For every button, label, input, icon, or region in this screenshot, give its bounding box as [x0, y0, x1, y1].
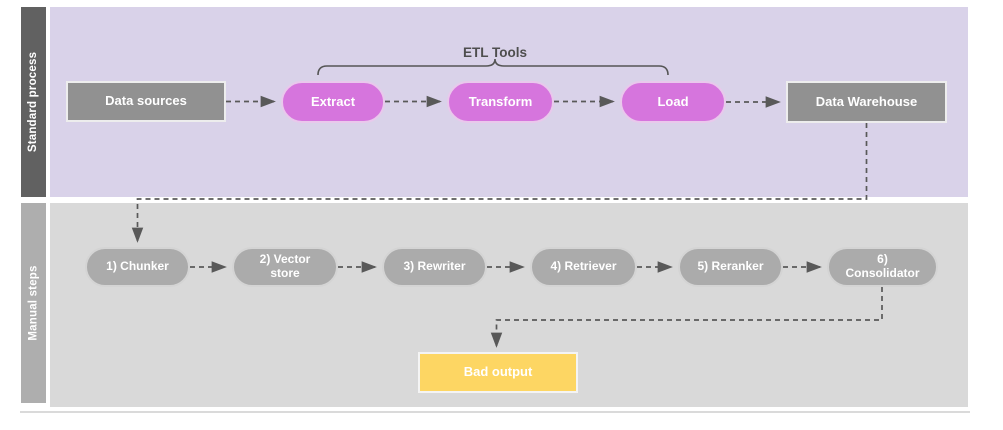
- node-data-sources: Data sources: [66, 81, 226, 122]
- node-label: Extract: [310, 93, 356, 109]
- node-data-warehouse: Data Warehouse: [786, 81, 947, 123]
- node-vector-store: 2) Vector store: [232, 247, 338, 287]
- node-retriever: 4) Retriever: [530, 247, 637, 287]
- etl-tools-label: ETL Tools: [463, 45, 527, 60]
- node-rewriter: 3) Rewriter: [382, 247, 487, 287]
- node-label: 2) Vector store: [259, 252, 311, 280]
- node-label: 3) Rewriter: [403, 259, 466, 274]
- lane-title-standard-process: Standard process: [21, 7, 46, 197]
- node-label: 4) Retriever: [550, 259, 617, 274]
- node-label: Load: [657, 93, 689, 109]
- node-label: 6) Consolidator: [845, 252, 920, 280]
- node-label: Data sources: [105, 93, 187, 109]
- lane-title-manual-steps: Manual steps: [21, 203, 46, 403]
- node-load: Load: [620, 81, 726, 123]
- node-chunker: 1) Chunker: [85, 247, 190, 287]
- node-transform: Transform: [447, 81, 554, 123]
- node-extract: Extract: [281, 81, 385, 123]
- lane-title-label: Manual steps: [27, 265, 40, 341]
- node-label: Transform: [468, 93, 533, 109]
- node-bad-output: Bad output: [418, 352, 578, 393]
- node-label: 1) Chunker: [106, 259, 169, 274]
- node-consolidator: 6) Consolidator: [827, 247, 938, 287]
- node-label: Data Warehouse: [815, 93, 918, 109]
- node-label: 5) Reranker: [697, 259, 764, 274]
- node-label: Bad output: [463, 364, 533, 380]
- canvas-bottom-edge: [20, 411, 970, 413]
- node-reranker: 5) Reranker: [678, 247, 783, 287]
- lane-title-label: Standard process: [27, 51, 40, 153]
